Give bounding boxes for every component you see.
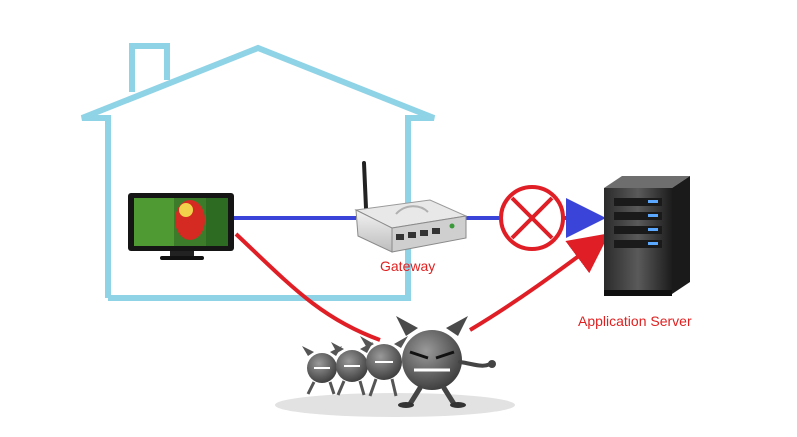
gateway-label: Gateway [380, 258, 436, 274]
attack-path-to-server [468, 233, 610, 332]
house-outline [80, 43, 436, 301]
tv-icon [128, 193, 234, 260]
attack-path [234, 232, 381, 342]
blocked-x-icon [499, 185, 565, 251]
malware-devils-icon [275, 316, 515, 417]
router-icon [354, 161, 468, 253]
application-server-label: Application Server [578, 313, 692, 329]
server-icon [604, 176, 690, 296]
